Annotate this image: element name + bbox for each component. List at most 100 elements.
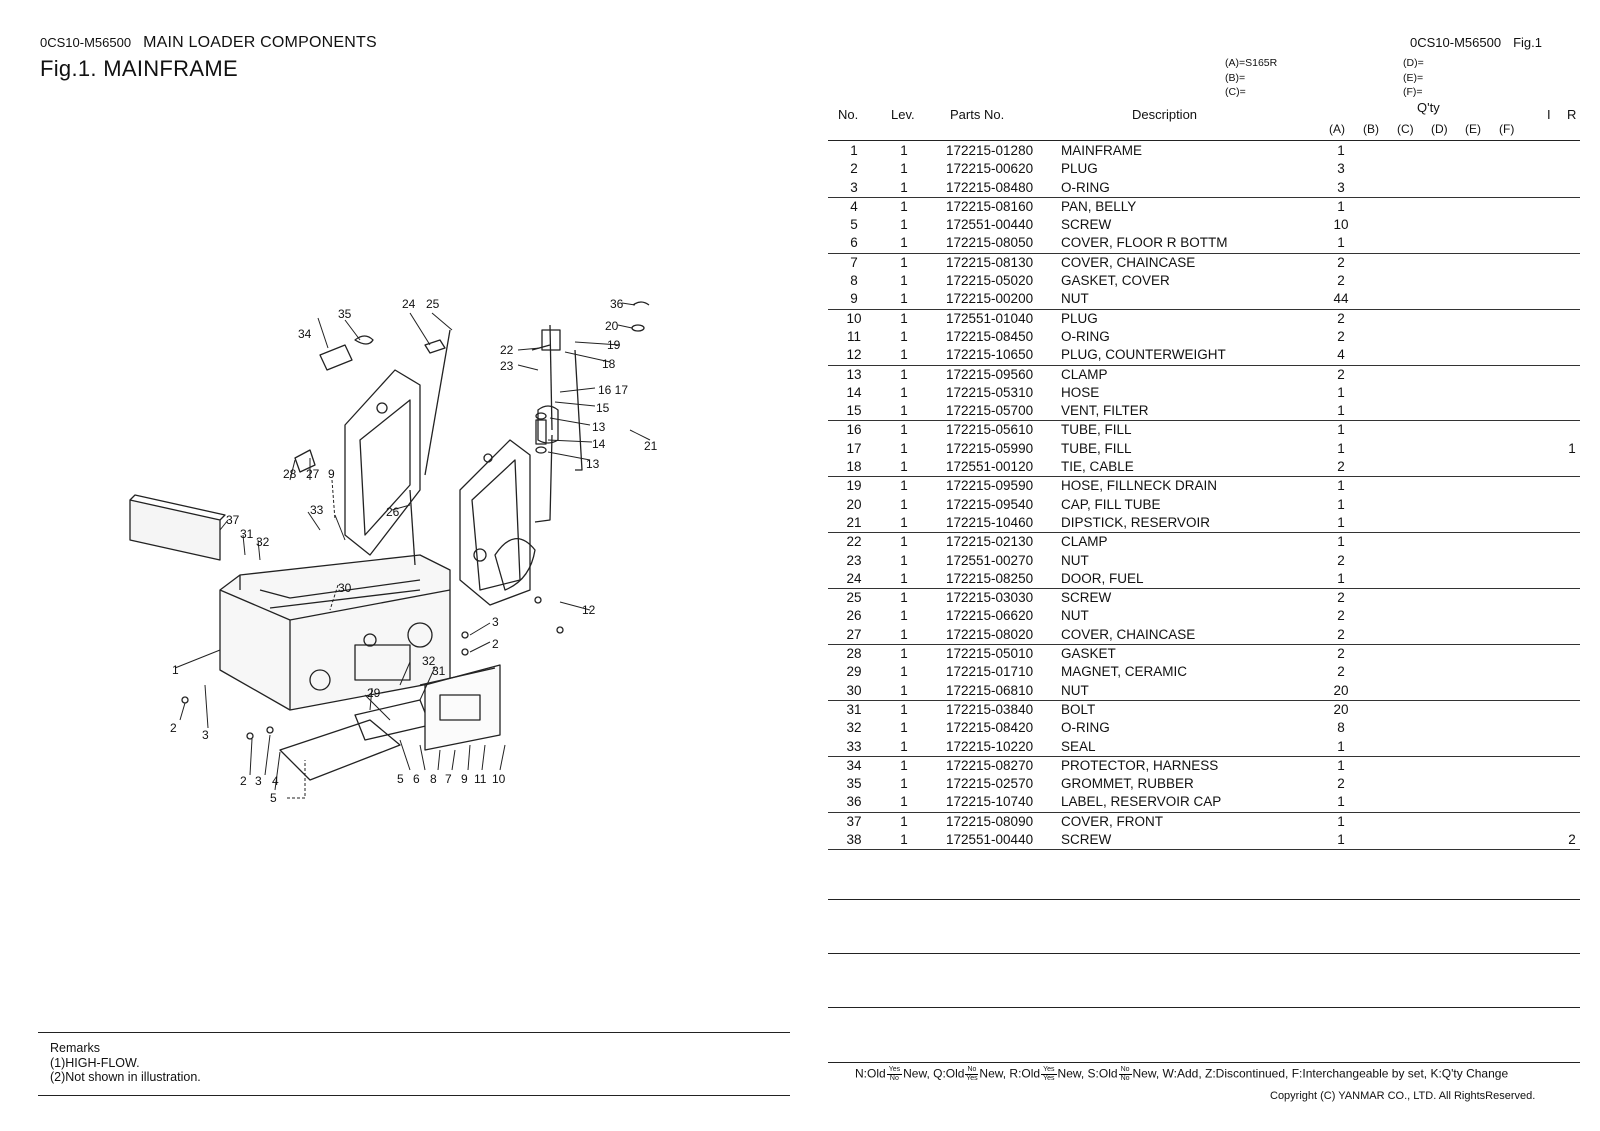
callout-37: 37 [226,513,240,527]
section-title: MAIN LOADER COMPONENTS [143,34,377,51]
cell-pn: 172215-09560 [946,366,1034,382]
cell-lev: 1 [900,626,908,642]
model-legend-left: (A)=S165R (B)= (C)= [1225,56,1277,100]
cell-no: 24 [846,570,862,586]
cell-no: 23 [846,552,862,568]
callout-15: 15 [596,401,610,415]
callout-5: 5 [270,791,277,805]
cell-qa: 1 [1337,831,1345,847]
cell-qa: 2 [1337,366,1345,382]
cell-no: 13 [846,366,862,382]
callout-31: 31 [240,527,254,541]
col-qty-b: (B) [1363,122,1379,136]
cell-no: 35 [846,776,862,792]
cell-pn: 172215-10460 [946,514,1034,530]
cell-lev: 1 [900,701,908,717]
cell-qa: 1 [1337,403,1345,419]
callout-30: 30 [338,581,352,595]
cell-desc: TUBE, FILL [1061,422,1132,438]
cell-qa: 8 [1337,720,1345,736]
cell-desc: SCREW [1061,590,1112,606]
cell-qa: 1 [1337,422,1345,438]
cell-pn: 172215-00620 [946,161,1034,177]
model-b: (B)= [1225,71,1246,84]
cell-desc: PROTECTOR, HARNESS [1061,757,1219,773]
cell-pn: 172215-05610 [946,422,1034,438]
col-i: I [1547,107,1551,122]
cell-pn: 172215-08020 [946,626,1034,642]
callout-26: 26 [386,505,400,519]
parts-table: No. Lev. Parts No. Description Q'ty I R … [828,100,1580,851]
cell-desc: NUT [1061,291,1089,307]
cell-pn: 172215-10220 [946,738,1034,754]
cell-qa: 44 [1333,291,1349,307]
cell-lev: 1 [900,794,908,810]
cell-no: 22 [846,534,862,550]
cell-lev: 1 [900,143,908,158]
callout-10: 10 [492,772,506,786]
cell-pn: 172551-00440 [946,831,1034,847]
cell-pn: 172215-05010 [946,646,1034,662]
cell-qa: 1 [1337,143,1345,158]
remark-line: (1)HIGH-FLOW. [50,1055,140,1070]
cell-desc: BOLT [1061,701,1096,717]
cell-desc: CLAMP [1061,366,1108,382]
callout-31b: 31 [432,664,446,678]
cell-qa: 2 [1337,328,1345,344]
cell-desc: TUBE, FILL [1061,440,1132,456]
cell-pn: 172215-03030 [946,590,1034,606]
cell-lev: 1 [900,776,908,792]
cell-qa: 2 [1337,459,1345,475]
cell-no: 4 [850,198,858,214]
cell-desc: GASKET [1061,646,1116,662]
cell-lev: 1 [900,590,908,606]
model-legend-right: (D)= (E)= (F)= [1403,56,1424,100]
model-d: (D)= [1403,57,1424,69]
callout-8: 8 [430,772,437,786]
cell-no: 14 [846,384,862,400]
cell-pn: 172215-08450 [946,328,1034,344]
cell-pn: 172551-00270 [946,552,1034,568]
cell-no: 10 [846,310,862,326]
cell-qa: 1 [1337,198,1345,214]
callout-14: 14 [592,437,606,451]
cell-desc: DOOR, FUEL [1061,570,1144,586]
cell-lev: 1 [900,179,908,195]
cell-desc: COVER, FLOOR R BOTTM [1061,235,1228,251]
cell-desc: O-RING [1061,720,1110,736]
cell-lev: 1 [900,534,908,550]
cell-lev: 1 [900,552,908,568]
callout-2b: 2 [240,774,247,788]
cell-pn: 172215-08130 [946,254,1034,270]
cell-desc: GROMMET, RUBBER [1061,776,1194,792]
cell-lev: 1 [900,440,908,456]
cell-no: 17 [846,440,862,456]
cell-qa: 2 [1337,608,1345,624]
figure-number: Fig.1 [1513,35,1542,50]
cell-lev: 1 [900,384,908,400]
col-description: Description [1132,107,1198,122]
